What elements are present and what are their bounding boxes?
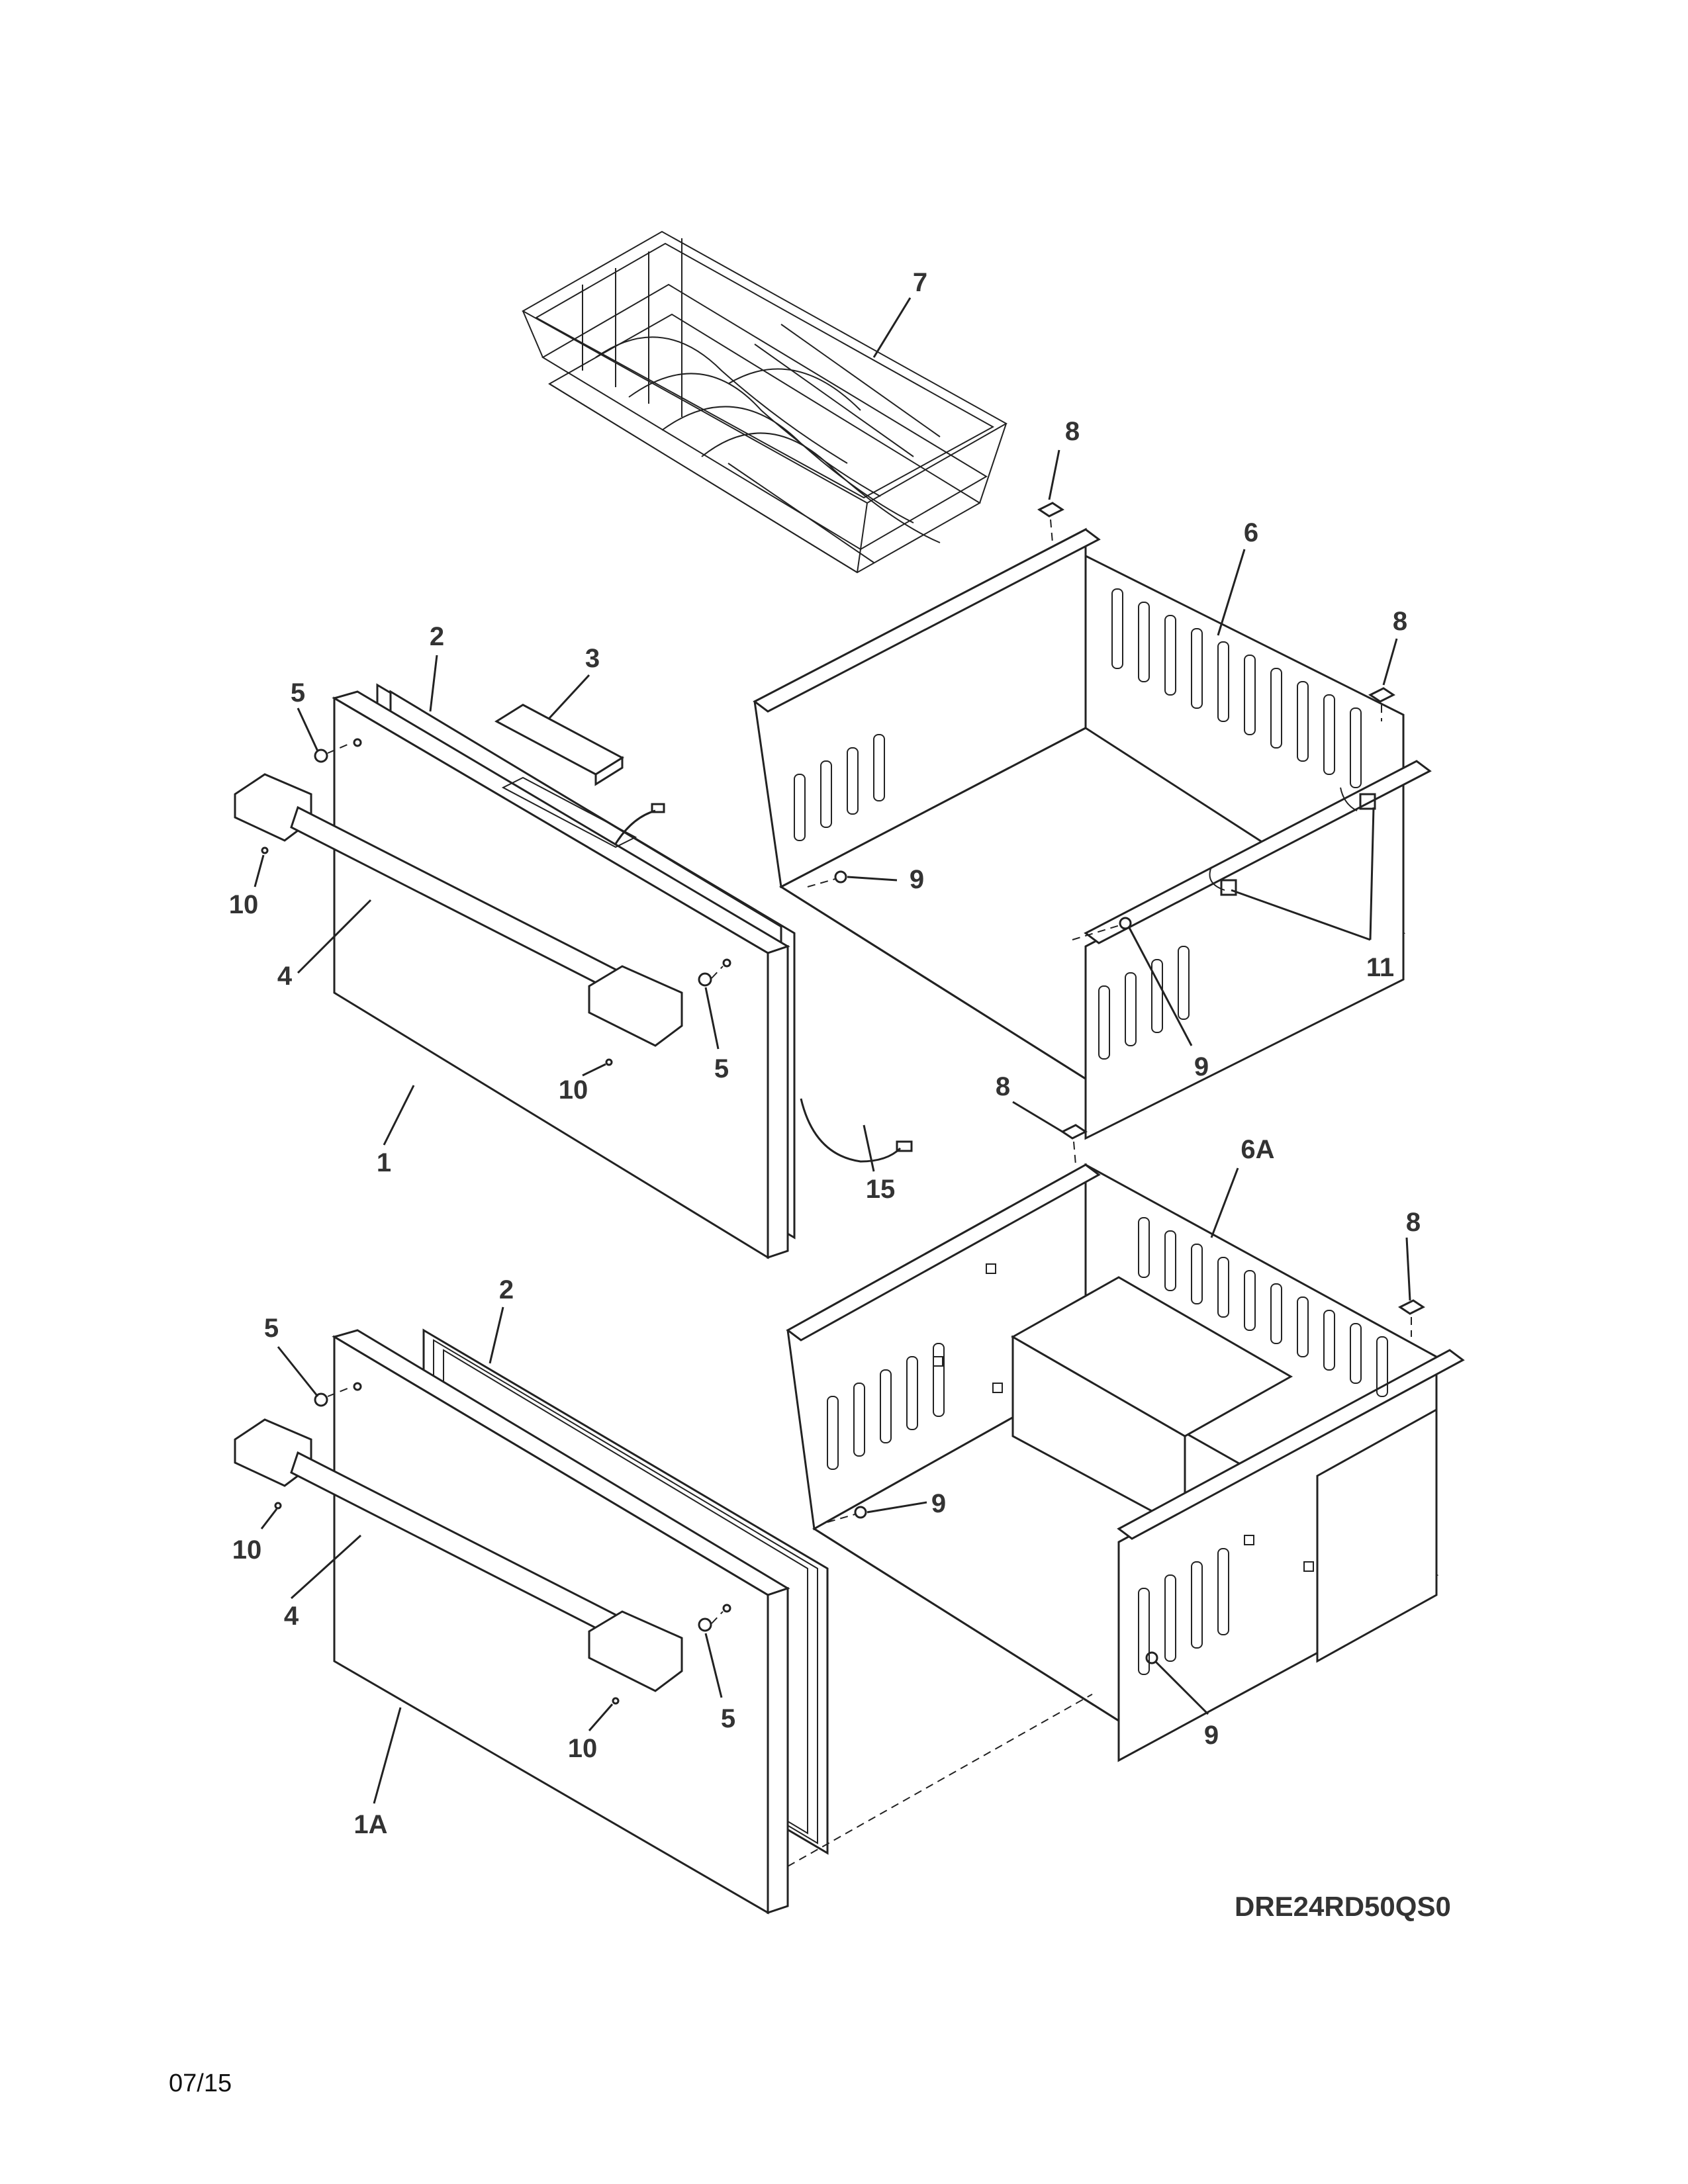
callout-6a: 6A — [1241, 1135, 1274, 1164]
callout-5: 5 — [264, 1314, 279, 1343]
callout-10: 10 — [232, 1535, 262, 1565]
drawer-bin-lower-icon — [786, 1124, 1465, 1762]
callout-8: 8 — [1393, 607, 1407, 636]
callout-8: 8 — [996, 1072, 1010, 1101]
callout-2: 2 — [430, 622, 444, 651]
callout-5: 5 — [721, 1704, 735, 1733]
drawer-front-upper-icon — [234, 683, 913, 1259]
leader-lines — [254, 297, 1411, 1804]
callout-10: 10 — [229, 890, 259, 919]
model-number: DRE24RD50QS0 — [1235, 1891, 1451, 1922]
callout-6: 6 — [1244, 518, 1258, 547]
date-code: 07/15 — [169, 2070, 232, 2097]
drawer-bin-upper-icon — [753, 502, 1432, 1140]
callout-2: 2 — [499, 1275, 514, 1304]
callout-3: 3 — [585, 644, 600, 673]
callout-1: 1 — [377, 1148, 391, 1177]
callout-5: 5 — [714, 1054, 729, 1083]
callout-7: 7 — [913, 268, 927, 297]
drawer-front-lower-icon — [234, 1328, 1093, 1915]
callout-9: 9 — [1194, 1052, 1209, 1081]
callout-4: 4 — [277, 962, 293, 991]
callout-10: 10 — [559, 1075, 588, 1105]
callout-8: 8 — [1065, 417, 1080, 446]
callout-8: 8 — [1406, 1208, 1421, 1237]
callout-9: 9 — [910, 865, 924, 894]
callout-9: 9 — [931, 1489, 946, 1518]
callout-1a: 1A — [353, 1810, 387, 1839]
callout-9: 9 — [1204, 1721, 1219, 1750]
callout-11: 11 — [1366, 953, 1394, 982]
callout-10: 10 — [568, 1734, 598, 1763]
callout-15: 15 — [866, 1175, 896, 1204]
callout-labels: 7 8 6 8 2 3 5 10 4 9 11 9 5 10 1 15 8 6A… — [229, 268, 1421, 1839]
callout-5: 5 — [291, 678, 305, 707]
wire-basket-icon — [521, 230, 1008, 574]
callout-4: 4 — [284, 1602, 299, 1631]
